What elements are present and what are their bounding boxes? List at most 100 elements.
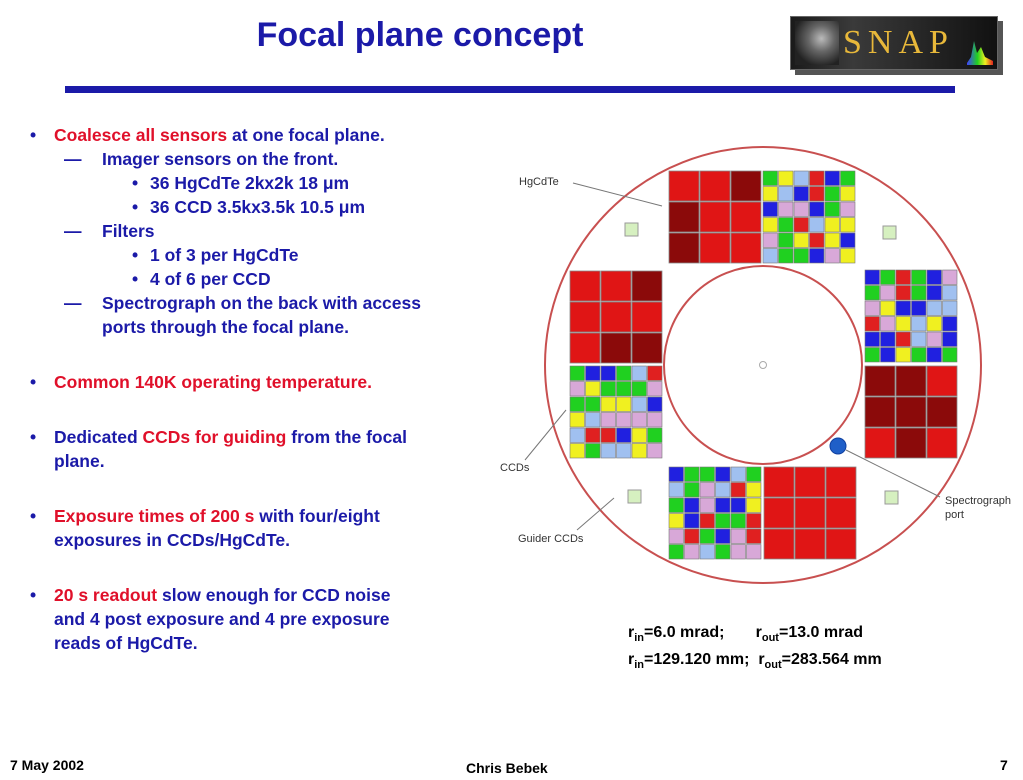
ccd-sensor: [793, 186, 809, 202]
ccd-sensor: [684, 513, 700, 529]
hgcdte-sensor: [794, 528, 826, 560]
ccd-sensor: [824, 248, 840, 264]
ccd-sensor: [864, 347, 880, 363]
ccd-sensor: [809, 232, 825, 248]
hgcdte-sensor: [895, 427, 927, 459]
ccd-sensor: [569, 396, 585, 412]
ccd-sensor: [699, 528, 715, 544]
label-spectrograph: Spectrograph: [945, 495, 1011, 507]
sub-imager: —Imager sensors on the front.: [64, 149, 339, 169]
spectro-pointer: [845, 449, 941, 498]
ccd-sensor: [942, 331, 958, 347]
hgcdte-sensor: [895, 396, 927, 428]
bullet-exposure: •Exposure times of 200 s with four/eight: [30, 506, 380, 526]
ccd-sensor: [715, 466, 731, 482]
snap-logo: SNAP: [790, 16, 998, 70]
ccd-sensor: [895, 285, 911, 301]
item-ccd: •36 CCD 3.5kx3.5k 10.5 μm: [132, 197, 366, 217]
ccd-sensor: [911, 285, 927, 301]
ccd-sensor: [668, 528, 684, 544]
center-mark: [759, 361, 767, 369]
hgcdte-sensor: [763, 528, 795, 560]
ccd-sensor: [616, 365, 632, 381]
ccd-sensor: [684, 482, 700, 498]
ccd-sensor: [880, 269, 896, 285]
ccd-sensor: [793, 217, 809, 233]
ccd-sensor: [730, 497, 746, 513]
hgcdte-sensor: [668, 232, 700, 264]
ccd-sensor: [895, 347, 911, 363]
hgcdte-sensor: [763, 497, 795, 529]
ccd-sensor: [668, 497, 684, 513]
ccd-sensor: [631, 365, 647, 381]
ccd-sensor: [647, 443, 663, 459]
ccd-sensor: [585, 443, 601, 459]
radii-values: rin=6.0 mrad; rout=13.0 mrad rin=129.120…: [628, 622, 882, 676]
guider-ccd: [627, 489, 642, 504]
ccd-sensor: [585, 365, 601, 381]
label-port: port: [945, 509, 964, 521]
bullet-guiding-line2: plane.: [54, 451, 105, 471]
ccd-sensor: [647, 412, 663, 428]
radii-mrad: rin=6.0 mrad; rout=13.0 mrad: [628, 624, 864, 645]
ccd-sensor: [911, 316, 927, 332]
hgcdte-sensor: [926, 427, 958, 459]
ccd-sensor: [762, 201, 778, 217]
ccd-sensor: [730, 544, 746, 560]
ccd-sensor: [880, 331, 896, 347]
label-hgcdte: HgCdTe: [519, 176, 559, 188]
ccd-sensor: [631, 443, 647, 459]
ccd-sensor: [715, 544, 731, 560]
ccd-sensor: [684, 466, 700, 482]
ccd-sensor: [840, 186, 856, 202]
ccd-sensor: [746, 528, 762, 544]
ccd-sensor: [715, 482, 731, 498]
ccd-sensor: [824, 232, 840, 248]
ccd-sensor: [911, 300, 927, 316]
ccd-sensor: [762, 248, 778, 264]
ccd-sensor: [746, 513, 762, 529]
hgcdte-sensor: [569, 270, 601, 302]
hgcdte-sensor: [631, 301, 663, 333]
ccd-sensor: [895, 331, 911, 347]
hgcdte-sensor: [825, 466, 857, 498]
ccd-sensor: [778, 232, 794, 248]
label-guider: Guider CCDs: [518, 533, 584, 545]
ccd-sensor: [699, 466, 715, 482]
ccd-sensor: [569, 443, 585, 459]
sub-spectrograph-line2: ports through the focal plane.: [102, 317, 349, 337]
ccd-sensor: [824, 201, 840, 217]
hgcdte-sensor: [699, 232, 731, 264]
hgcdte-sensor: [864, 365, 896, 397]
ccd-sensor: [684, 528, 700, 544]
hgcdte-sensor: [569, 332, 601, 364]
ccd-sensor: [762, 217, 778, 233]
bullet-exposure-line2: exposures in CCDs/HgCdTe.: [54, 530, 290, 550]
hgcdte-sensor: [825, 497, 857, 529]
ccd-sensor: [778, 217, 794, 233]
item-filter-ccd: •4 of 6 per CCD: [132, 269, 271, 289]
ccd-sensor: [895, 269, 911, 285]
bullet-readout-line3: reads of HgCdTe.: [54, 633, 198, 653]
ccd-sensor: [911, 331, 927, 347]
guider-ccd: [882, 225, 897, 240]
ccd-sensor: [926, 316, 942, 332]
ccd-sensor: [942, 285, 958, 301]
ccd-sensor: [715, 497, 731, 513]
ccd-sensor: [880, 347, 896, 363]
item-hgcdte: •36 HgCdTe 2kx2k 18 μm: [132, 173, 350, 193]
outer-ring: [544, 146, 982, 584]
ccd-sensor: [600, 365, 616, 381]
ccd-sensor: [864, 300, 880, 316]
ccd-sensor: [668, 482, 684, 498]
ccd-sensor: [699, 482, 715, 498]
ccd-sensor: [684, 497, 700, 513]
ccd-sensor: [715, 528, 731, 544]
ccd-sensor: [699, 544, 715, 560]
galaxy-icon: [795, 21, 839, 65]
hgcdte-sensor: [631, 332, 663, 364]
ccd-sensor: [926, 331, 942, 347]
hgcdte-sensor: [825, 528, 857, 560]
ccd-sensor: [911, 269, 927, 285]
